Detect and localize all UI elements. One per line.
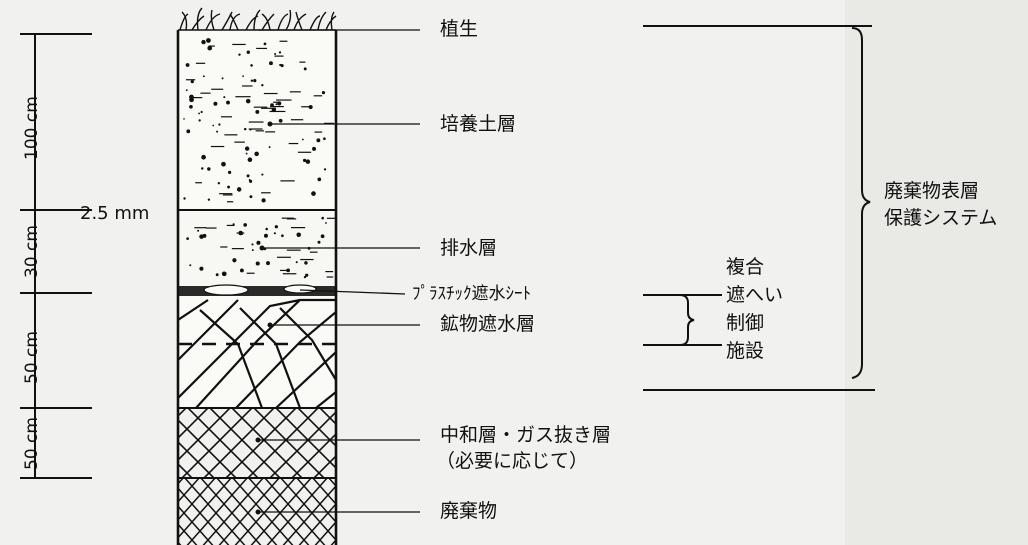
system-bracket: [643, 25, 875, 391]
thickness-mineral-label: 50 cm: [22, 331, 42, 384]
drainage-label: 排水層: [440, 237, 498, 259]
thickness-drain-label: 30 cm: [22, 225, 42, 278]
soil-column: [178, 30, 336, 545]
composite-bracket: [643, 294, 722, 346]
system-label-1: 廃棄物表層: [884, 180, 980, 202]
composite-label-1: 複合: [726, 256, 765, 278]
neutralization-note: （必要に応じて）: [436, 450, 589, 472]
neutralization-label: 中和層・ガス抜き層: [440, 424, 612, 446]
vegetation-grass: [179, 7, 337, 31]
thickness-scale: [20, 33, 92, 479]
neutralization-layer: [178, 408, 336, 478]
thickness-neutral-label: 50 cm: [22, 417, 42, 470]
plastic-sheet-layer: [178, 286, 336, 296]
composite-label-2: 遮へい: [726, 284, 784, 306]
composite-label-3: 制御: [726, 312, 765, 334]
mineral-barrier-label: 鉱物遮水層: [440, 313, 536, 335]
waste-label: 廃棄物: [440, 500, 498, 522]
plastic-sheet-label: ﾌﾟﾗｽﾁｯｸ遮水ｼｰﾄ: [412, 284, 531, 304]
thickness-sheet-label: 2.5 mm: [80, 203, 150, 224]
culture-soil-label: 培養土層: [440, 113, 517, 135]
culture-soil-layer: [178, 30, 336, 210]
composite-label-4: 施設: [726, 340, 765, 362]
leader-lines: [258, 29, 420, 513]
system-label-2: 保護システム: [884, 207, 998, 229]
thickness-soil-label: 100 cm: [22, 96, 42, 160]
vegetation-label: 植生: [440, 18, 479, 40]
soil-texture: [183, 38, 336, 279]
